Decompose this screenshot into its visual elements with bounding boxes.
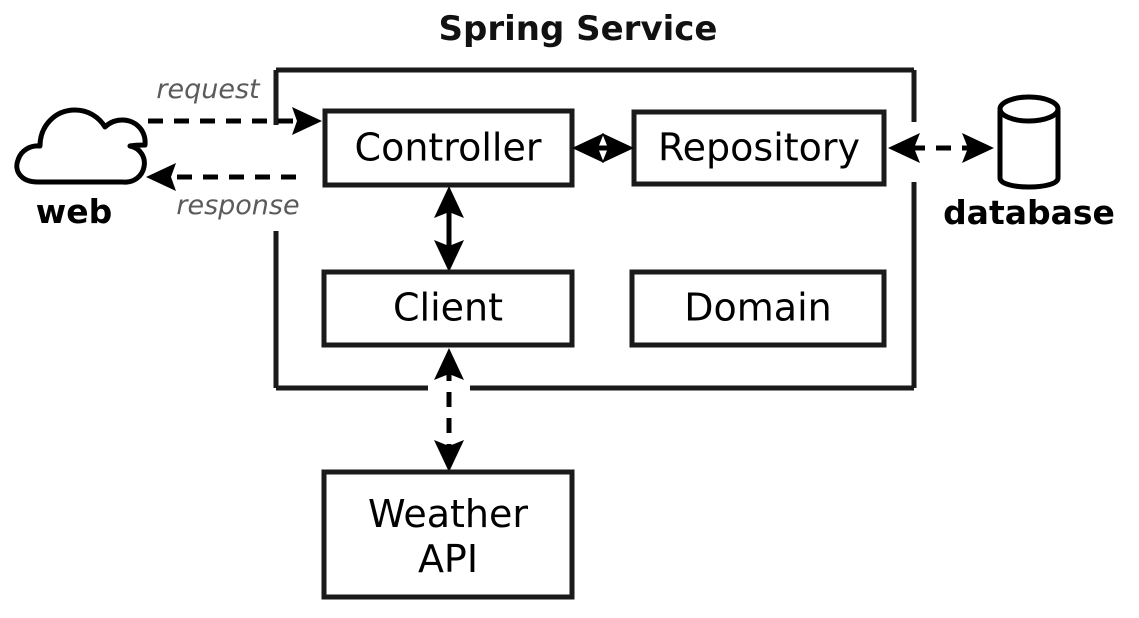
node-controller[interactable]: Controller — [322, 108, 575, 188]
weather-api-box[interactable] — [321, 469, 575, 600]
edge-label-response: response — [176, 190, 299, 221]
controller-client-arrowhead-bottom — [434, 240, 464, 272]
edge-controller-client — [434, 186, 464, 272]
node-web: web — [14, 107, 148, 231]
spring-service-boundary — [273, 67, 917, 391]
node-web-label: web — [36, 192, 113, 231]
node-database: database — [943, 94, 1115, 232]
client-weather-arrowhead-top — [434, 348, 464, 380]
controller-repository-arrowhead-left — [572, 133, 604, 163]
cylinder-bottom-curve — [997, 176, 1061, 190]
response-arrowhead — [146, 163, 176, 191]
client-box[interactable] — [321, 269, 575, 348]
node-domain-label: Domain — [684, 286, 831, 330]
node-weather-api[interactable]: Weather API — [321, 469, 575, 600]
node-domain[interactable]: Domain — [629, 269, 887, 348]
cylinder-top-ellipse — [997, 94, 1061, 124]
repository-database-arrowhead-right — [962, 133, 994, 163]
node-repository-label: Repository — [658, 126, 860, 170]
node-client[interactable]: Client — [321, 269, 575, 348]
node-repository[interactable]: Repository — [631, 109, 887, 187]
controller-repository-arrowhead-right — [602, 133, 634, 163]
node-weather-api-label-line2: API — [418, 537, 478, 581]
domain-box[interactable] — [629, 269, 887, 348]
edge-controller-repository — [572, 133, 634, 163]
repository-database-arrowhead-left — [888, 133, 920, 163]
request-arrowhead — [292, 107, 322, 135]
client-weather-arrowhead-bottom — [434, 440, 464, 472]
controller-box[interactable] — [322, 108, 575, 188]
node-weather-api-label-line1: Weather — [368, 492, 528, 536]
node-database-label: database — [943, 193, 1115, 232]
cloud-icon — [14, 107, 148, 185]
node-controller-label: Controller — [355, 126, 542, 170]
node-client-label: Client — [393, 286, 503, 330]
edge-repository-database — [888, 133, 994, 163]
edge-label-request: request — [156, 74, 261, 105]
diagram-title: Spring Service — [439, 9, 718, 49]
edge-client-weather-api — [434, 348, 464, 472]
edge-controller-to-web: response — [146, 163, 300, 221]
edge-web-to-controller: request — [148, 74, 322, 135]
controller-client-arrowhead-top — [434, 186, 464, 218]
